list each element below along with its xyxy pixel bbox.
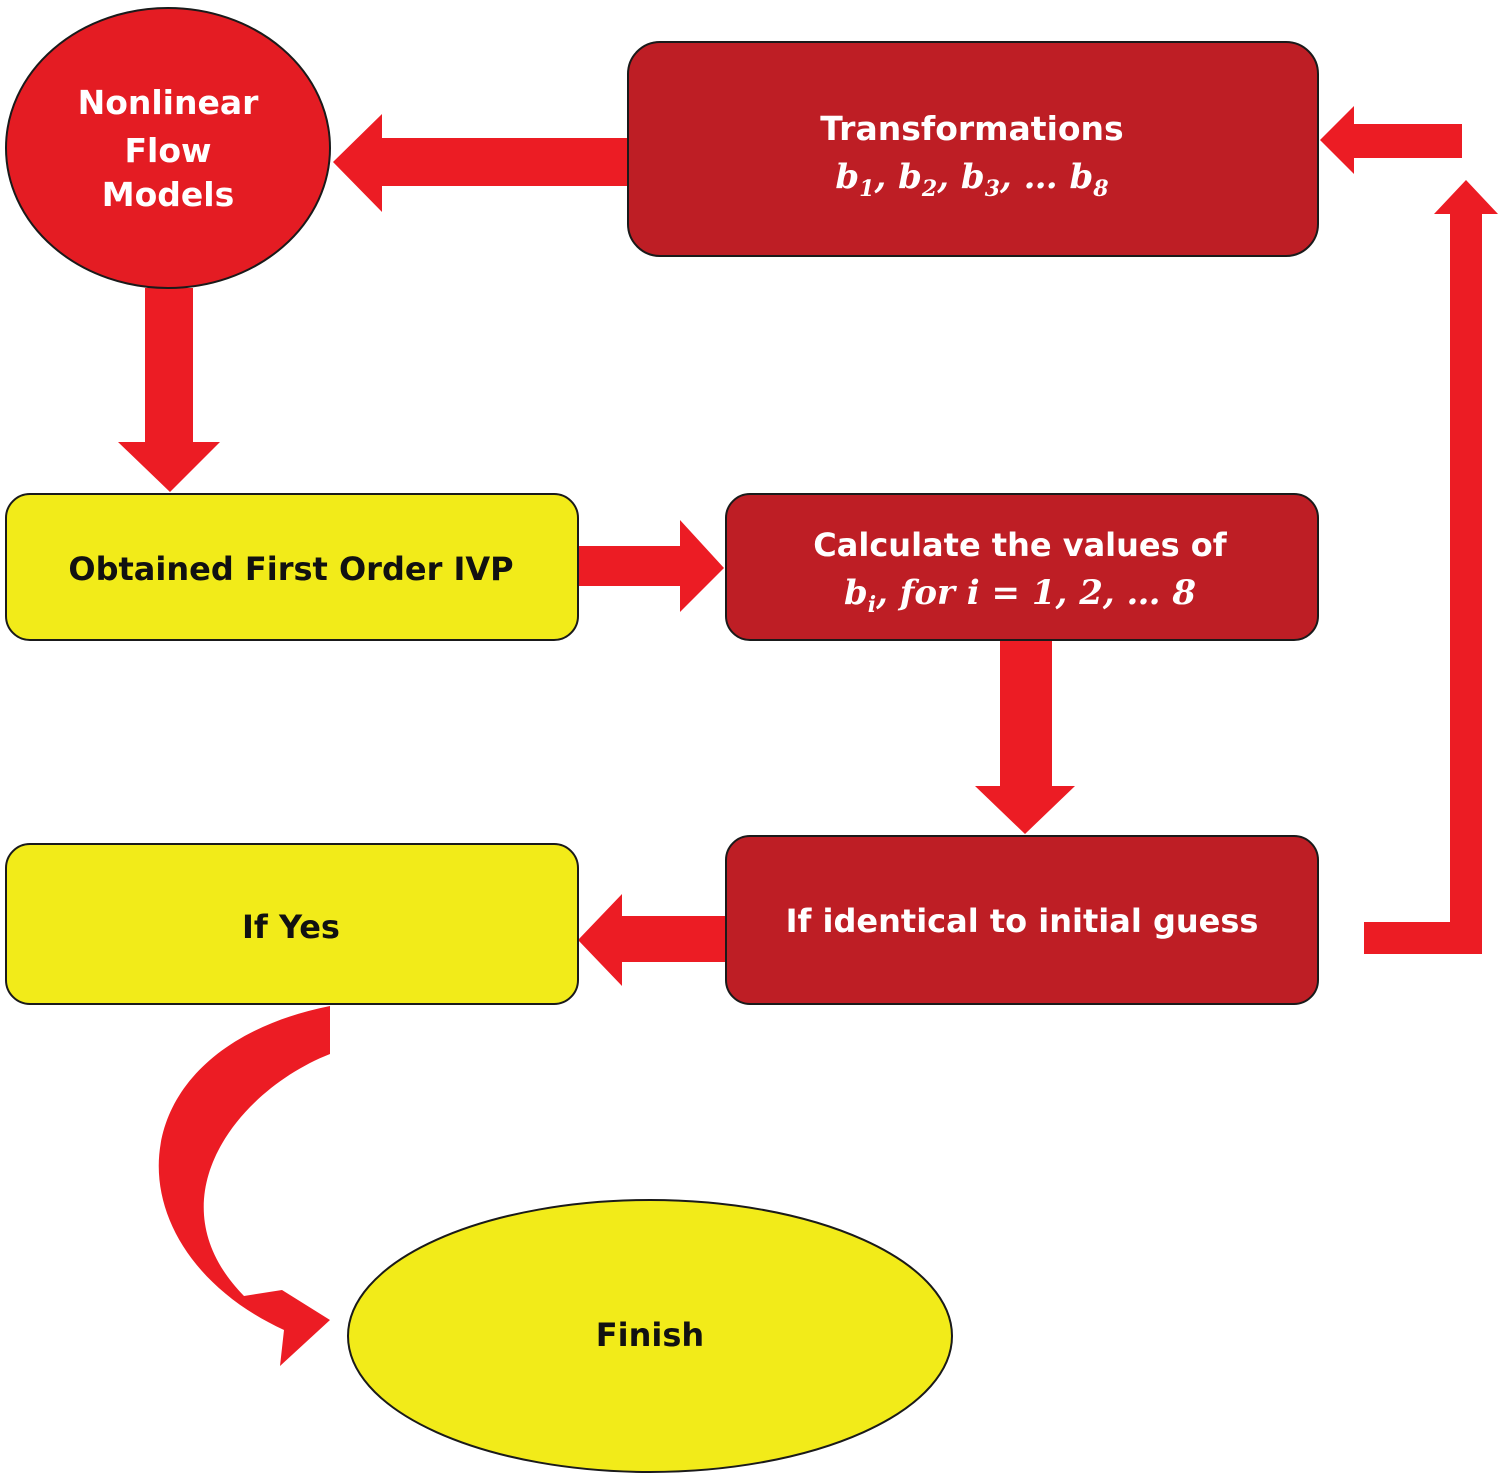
arrow-yes-to-finish xyxy=(158,1006,330,1366)
node-obtained-first-order-ivp: Obtained First Order IVP xyxy=(5,493,579,641)
obtained-label: Obtained First Order IVP xyxy=(68,550,513,588)
identical-label: If identical to initial guess xyxy=(786,902,1259,940)
arrow-loop-to-transformations xyxy=(1320,106,1462,174)
ifyes-label: If Yes xyxy=(242,908,340,946)
arrow-calculate-to-check xyxy=(975,640,1075,834)
node-if-yes: If Yes xyxy=(5,843,579,1005)
finish-label: Finish xyxy=(596,1316,704,1354)
node-transformations: Transformations b1, b2, b3, … b8 xyxy=(627,41,1319,257)
nonlinear-label-line3: Models xyxy=(102,175,234,214)
nonlinear-label-line1: Nonlinear xyxy=(78,83,260,122)
node-nonlinear-flow-models: Nonlinear Flow Models xyxy=(5,7,331,289)
calculate-formula: bi, for i = 1, 2, … 8 xyxy=(844,573,1196,618)
transformations-formula: b1, b2, b3, … b8 xyxy=(835,157,1108,202)
calculate-label-line1: Calculate the values of xyxy=(813,526,1228,564)
transformations-title: Transformations xyxy=(820,109,1123,148)
node-calculate-values: Calculate the values of bi, for i = 1, 2… xyxy=(725,493,1319,641)
arrow-models-to-ivp xyxy=(118,288,220,492)
nonlinear-label-line2: Flow xyxy=(124,131,211,170)
arrow-loop-up xyxy=(1364,180,1498,954)
arrow-transformations-to-models xyxy=(333,114,628,212)
arrow-ivp-to-calculate xyxy=(578,520,724,612)
node-finish: Finish xyxy=(347,1199,953,1473)
arrow-check-to-yes xyxy=(578,894,728,986)
node-identical-check: If identical to initial guess xyxy=(725,835,1319,1005)
